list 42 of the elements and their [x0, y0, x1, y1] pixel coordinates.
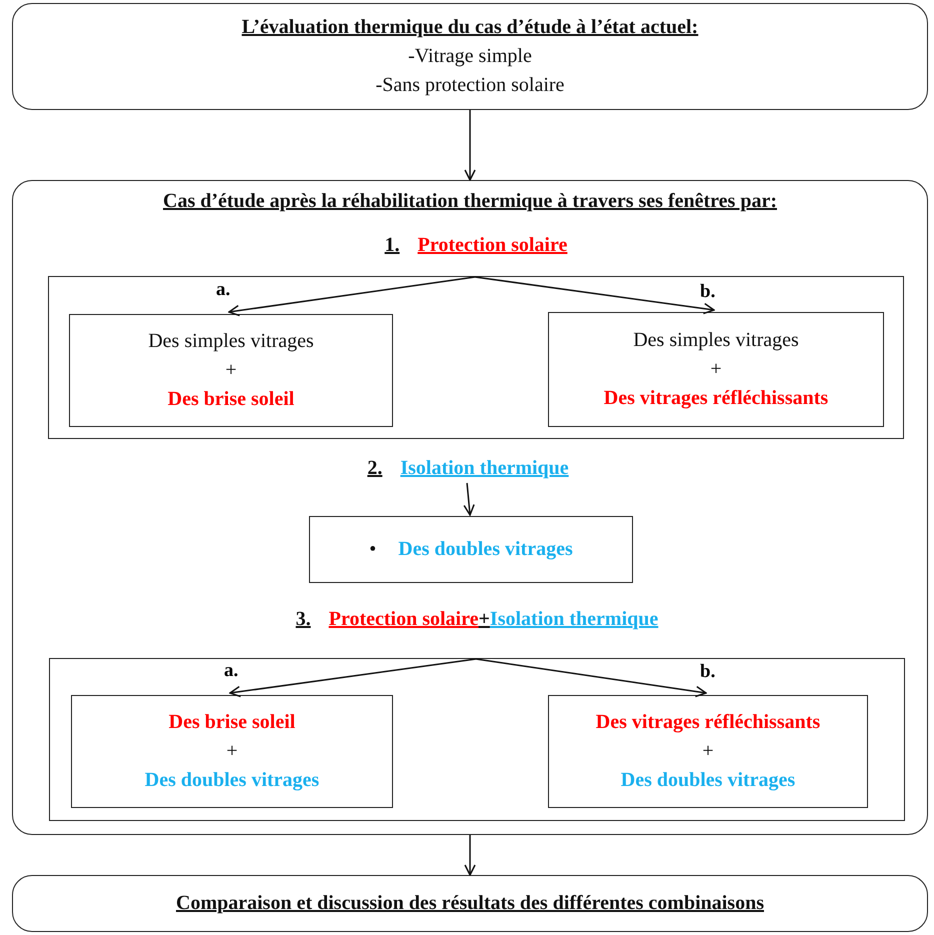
process-box: [309, 516, 633, 583]
process-box: [71, 695, 393, 808]
process-box: [548, 695, 868, 808]
rounded-box: [12, 3, 928, 110]
heading: L’évaluation thermique du cas d’étude à l’état actuel:: [242, 15, 698, 40]
box-text: Des doubles vitrages: [144, 768, 320, 793]
section-heading: Protection solaire: [328, 608, 479, 630]
box-text: Des simples vitrages: [633, 328, 799, 353]
box-text: Des brise soleil: [168, 387, 294, 412]
plus-sign: +: [226, 739, 238, 764]
arrow: [476, 658, 707, 698]
heading: Comparaison et discussion des résultats des différentes combinaisons: [176, 891, 764, 916]
plus-sign: +: [710, 357, 722, 382]
box-text: Des simples vitrages: [148, 329, 314, 354]
section-heading: Protection solaire: [418, 234, 568, 256]
arrow: [229, 658, 476, 698]
arrow: [463, 482, 475, 516]
box-text: Des doubles vitrages: [620, 768, 796, 793]
section-number: 3.: [296, 608, 311, 630]
box-text: Des doubles vitrages: [398, 537, 573, 562]
list-item: -Vitrage simple: [408, 44, 532, 69]
rounded-box: [12, 180, 928, 835]
arrow: [464, 835, 476, 876]
plus-sign: +: [478, 608, 490, 630]
box-text: Des vitrages réfléchissants: [604, 386, 828, 411]
heading: Cas d’étude après la réhabilitation thermique à travers ses fenêtres par:: [162, 189, 778, 214]
section-number: 2.: [367, 457, 382, 479]
box-text: Des vitrages réfléchissants: [596, 710, 820, 735]
arrow: [474, 276, 715, 314]
plus-sign: +: [702, 739, 714, 764]
section-heading: Isolation thermique: [490, 608, 658, 630]
plus-sign: +: [225, 358, 237, 383]
bullet: •: [369, 537, 376, 562]
process-box: [548, 312, 884, 427]
section-number: 1.: [384, 234, 400, 256]
box-text: Des brise soleil: [168, 710, 296, 735]
process-box: [69, 314, 393, 427]
section-heading: Isolation thermique: [400, 457, 569, 479]
arrow: [464, 110, 476, 181]
arrow: [228, 276, 476, 316]
rounded-box: [12, 875, 928, 932]
list-item: -Sans protection solaire: [376, 73, 564, 98]
